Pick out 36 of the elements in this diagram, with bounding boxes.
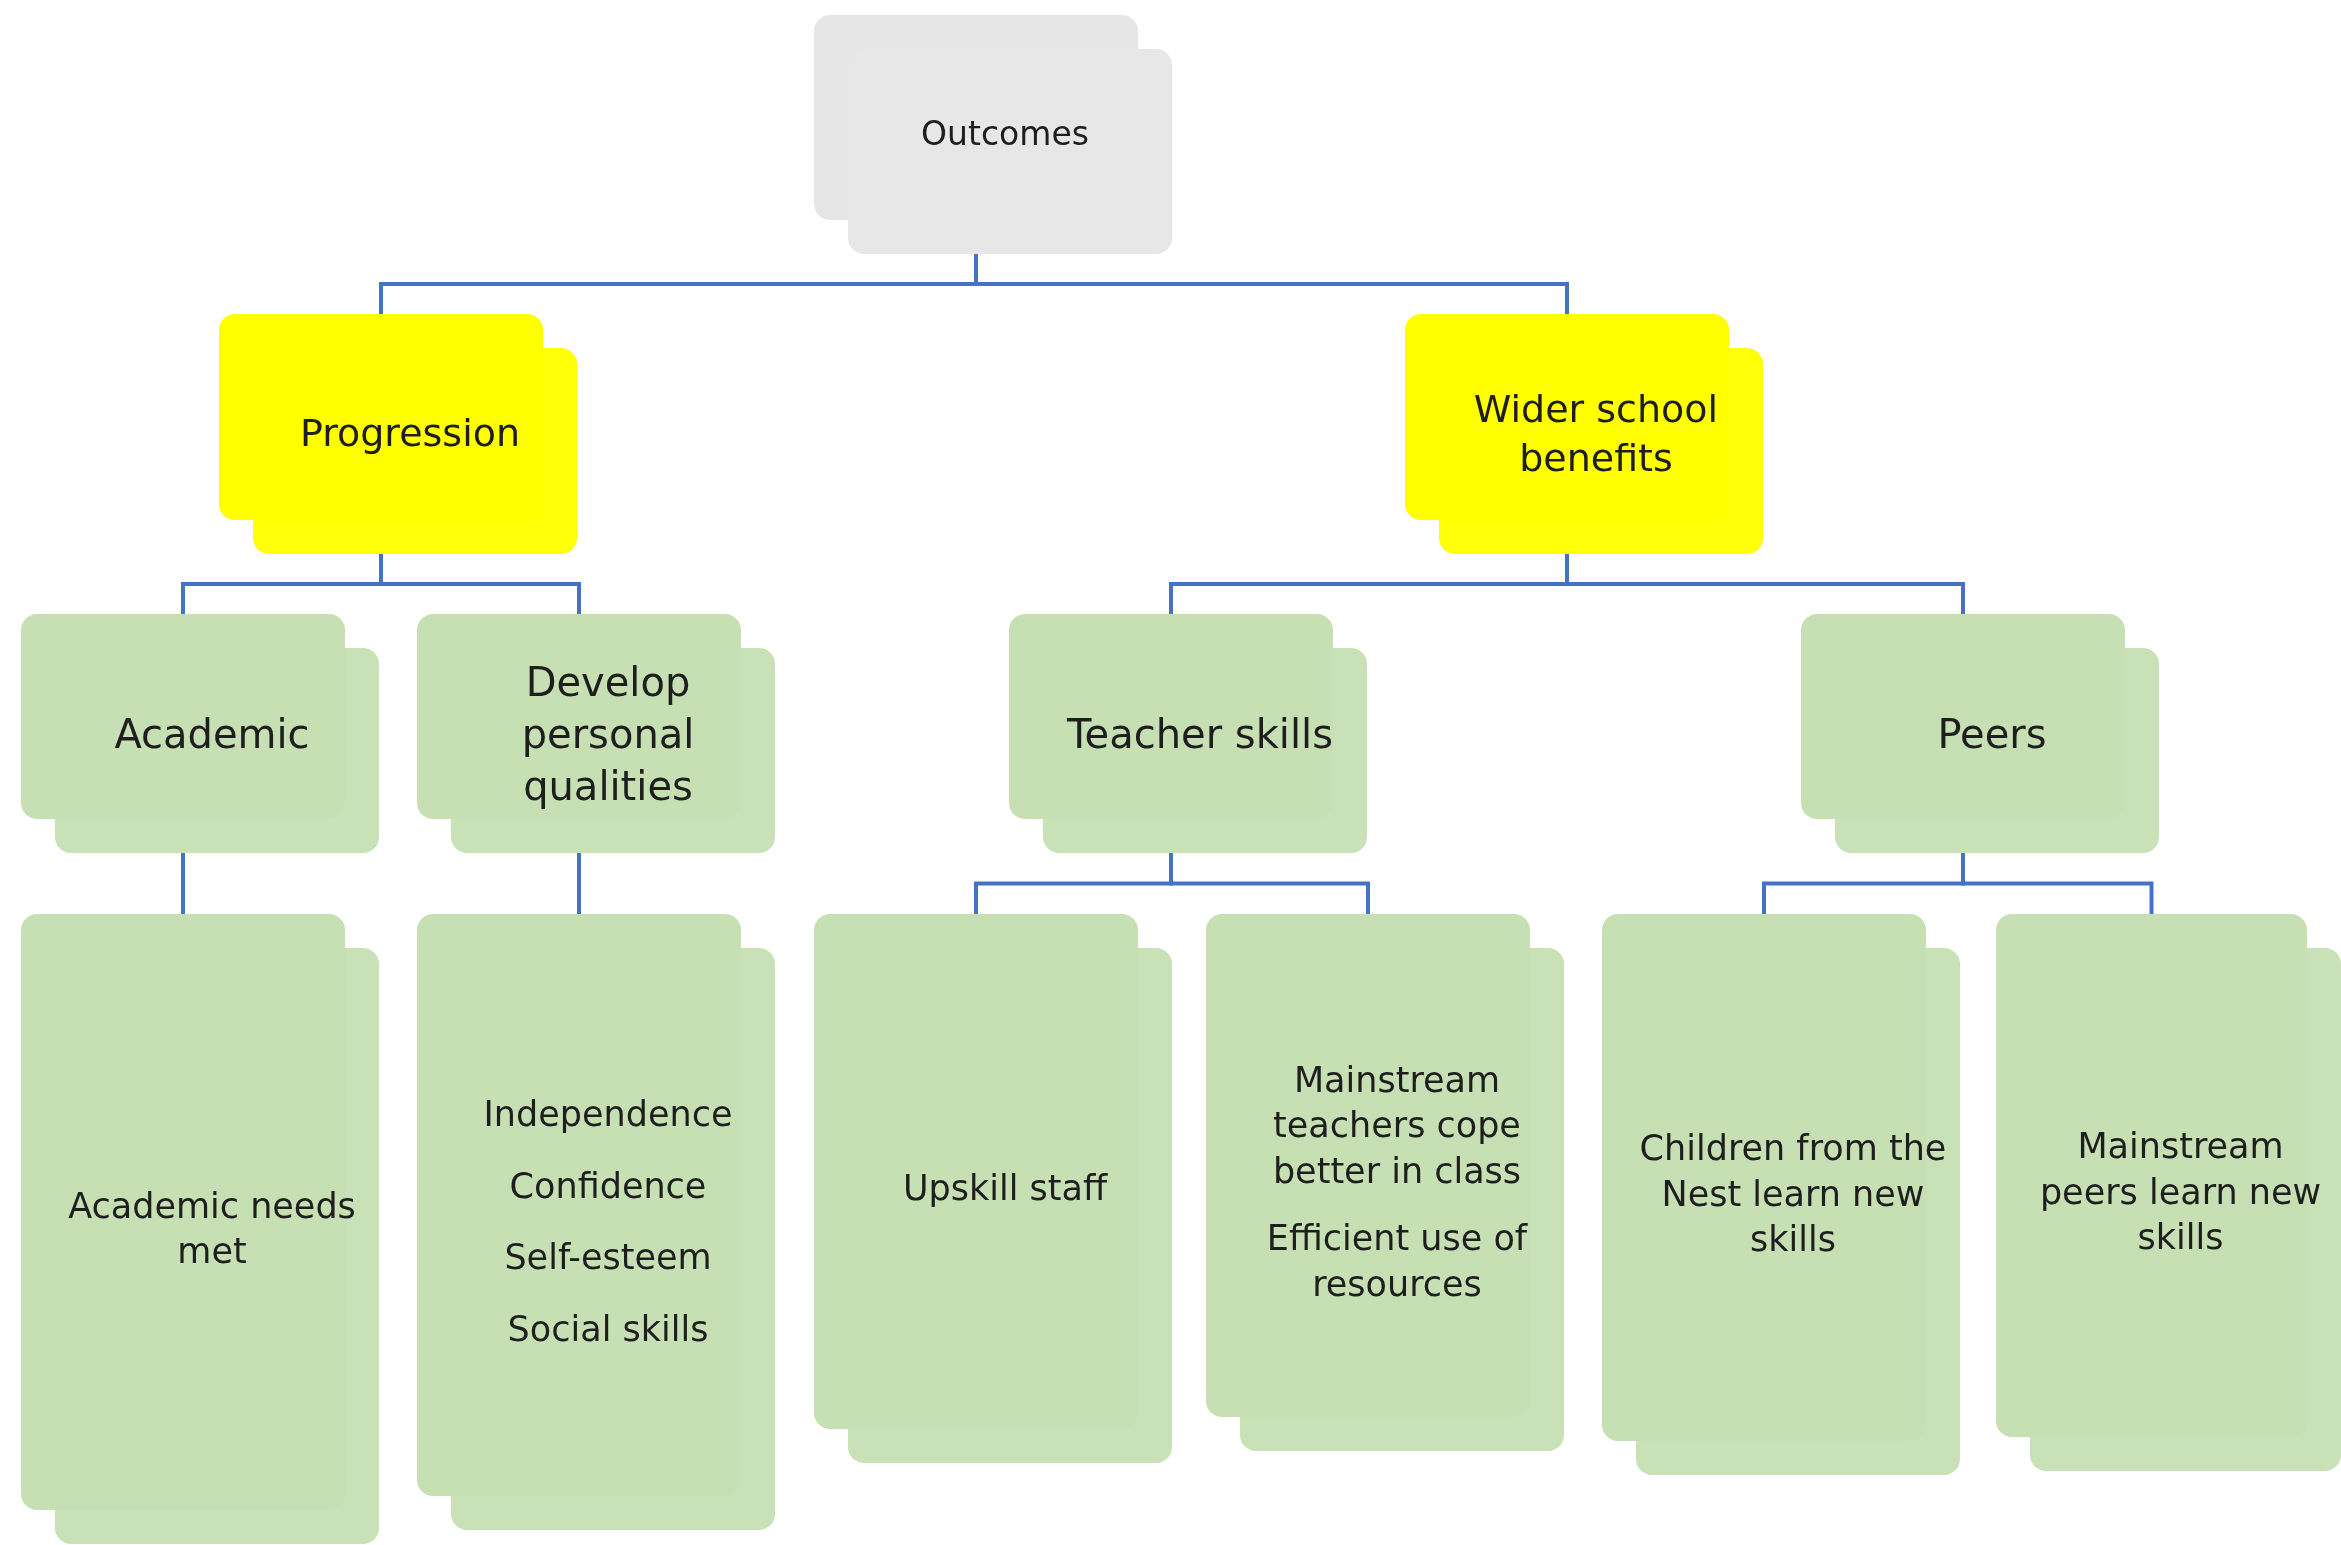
process-box <box>814 914 1172 1463</box>
process-box <box>1996 914 2341 1471</box>
box-label: Confidence <box>509 1164 707 1208</box>
process-box <box>1405 314 1763 554</box>
connector-line <box>1565 554 1965 614</box>
connector-line <box>577 853 581 914</box>
process-box <box>1602 914 1960 1475</box>
box-label: Teacher skills <box>1066 709 1334 759</box>
box-label: Academic <box>114 709 310 759</box>
process-box <box>814 15 1172 254</box>
box-label: Mainstream peers learn new skills <box>2038 1125 2323 1260</box>
process-box <box>21 914 379 1544</box>
process-box <box>1206 914 1564 1451</box>
box-label: Efficient use of resources <box>1265 1217 1529 1306</box>
box-label: Wider school benefits <box>1472 385 1720 482</box>
box-label: Upskill staff <box>902 1166 1108 1210</box>
box-label: Progression <box>299 410 521 458</box>
process-box <box>417 614 775 853</box>
process-box <box>417 914 775 1530</box>
process-box <box>21 614 379 853</box>
box-label: Peers <box>1937 709 2047 759</box>
connector-line <box>181 853 185 914</box>
box-label: Independence <box>483 1093 733 1136</box>
box-label: Outcomes <box>921 113 1089 156</box>
process-box <box>1801 614 2159 853</box>
connector-line <box>1169 853 1370 914</box>
connector-line <box>379 554 581 614</box>
box-label: Self-esteem <box>504 1236 712 1279</box>
connector-line <box>1961 853 2154 914</box>
box-label: Academic needs met <box>67 1184 357 1273</box>
box-label: Children from the Nest learn new skills <box>1638 1127 1948 1262</box>
box-label: Mainstream teachers cope better in class <box>1271 1058 1523 1193</box>
process-box <box>219 314 577 554</box>
box-label: Social skills <box>507 1307 709 1351</box>
box-label: Develop personal qualities <box>520 657 696 811</box>
process-box <box>1009 614 1367 853</box>
